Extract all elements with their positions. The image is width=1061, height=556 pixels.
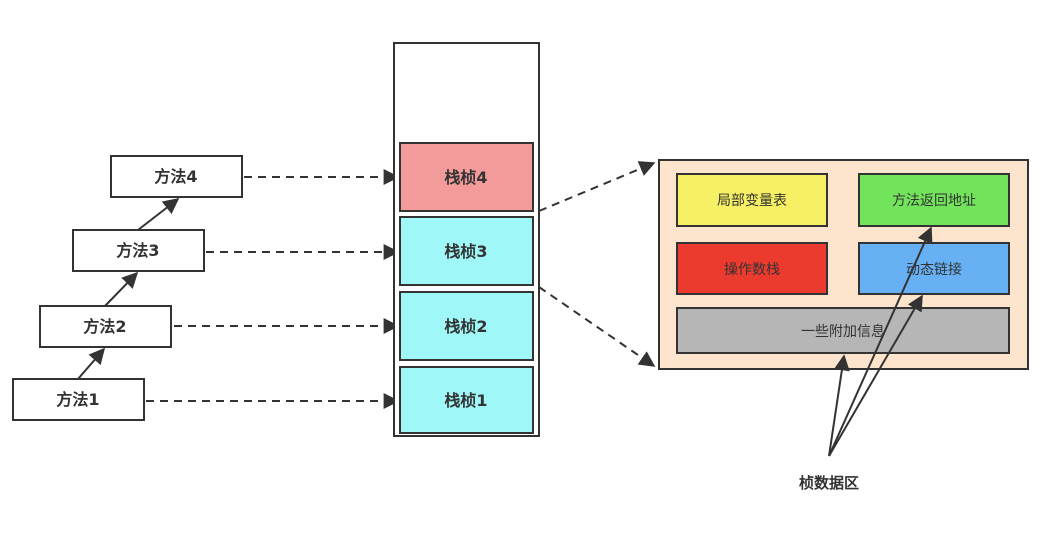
method-box-2: 方法2 xyxy=(39,305,172,348)
annotation-arrow-return-address xyxy=(828,226,933,457)
call-arrow-2-3 xyxy=(104,271,139,307)
return-address-label: 方法返回地址 xyxy=(892,193,976,209)
method-box-3: 方法3 xyxy=(72,229,205,272)
operand-stack-label: 操作数栈 xyxy=(724,262,780,278)
stack-frame-2: 栈桢2 xyxy=(399,291,534,361)
frame-detail-panel: 局部变量表 方法返回地址 操作数栈 动态链接 一些附加信息 xyxy=(658,159,1029,370)
frame-data-area-label: 桢数据区 xyxy=(799,474,859,492)
dynamic-linking: 动态链接 xyxy=(858,242,1010,295)
additional-info-label: 一些附加信息 xyxy=(801,323,885,340)
frame-label-2: 栈桢2 xyxy=(444,317,487,336)
local-variable-table-label: 局部变量表 xyxy=(717,193,787,209)
stack-frame-3: 栈桢3 xyxy=(399,216,534,286)
frame-label-3: 栈桢3 xyxy=(444,242,487,261)
method-frame-links xyxy=(146,169,400,409)
operand-stack: 操作数栈 xyxy=(676,242,828,295)
return-address: 方法返回地址 xyxy=(858,173,1010,227)
method-label-1: 方法1 xyxy=(56,390,99,409)
stack-frame-1: 栈桢1 xyxy=(399,366,534,434)
frame-label-1: 栈桢1 xyxy=(444,391,487,410)
method-box-1: 方法1 xyxy=(12,378,145,421)
zoom-lines xyxy=(538,161,656,367)
zoom-line-top xyxy=(538,161,656,212)
dynamic-linking-label: 动态链接 xyxy=(906,261,962,278)
call-arrow-1-2 xyxy=(77,347,106,380)
method-label-3: 方法3 xyxy=(116,241,159,260)
method-box-4: 方法4 xyxy=(110,155,243,198)
annotation-arrow-dynamic-linking xyxy=(828,294,923,457)
frame-label-4: 栈桢4 xyxy=(444,168,487,187)
method-chain: 方法1 方法2 方法3 方法4 xyxy=(12,155,243,421)
stack-frame-4: 栈桢4 xyxy=(399,142,534,212)
annotation-arrow-additional-info xyxy=(828,354,850,457)
call-arrow-3-4 xyxy=(137,198,180,231)
method-label-4: 方法4 xyxy=(154,167,197,186)
local-variable-table: 局部变量表 xyxy=(676,173,828,227)
method-label-2: 方法2 xyxy=(83,317,126,336)
additional-info: 一些附加信息 xyxy=(676,307,1010,354)
zoom-line-bottom xyxy=(538,286,656,367)
annotation-arrows xyxy=(828,226,933,457)
stack: 栈桢4 栈桢3 栈桢2 栈桢1 xyxy=(393,42,540,437)
